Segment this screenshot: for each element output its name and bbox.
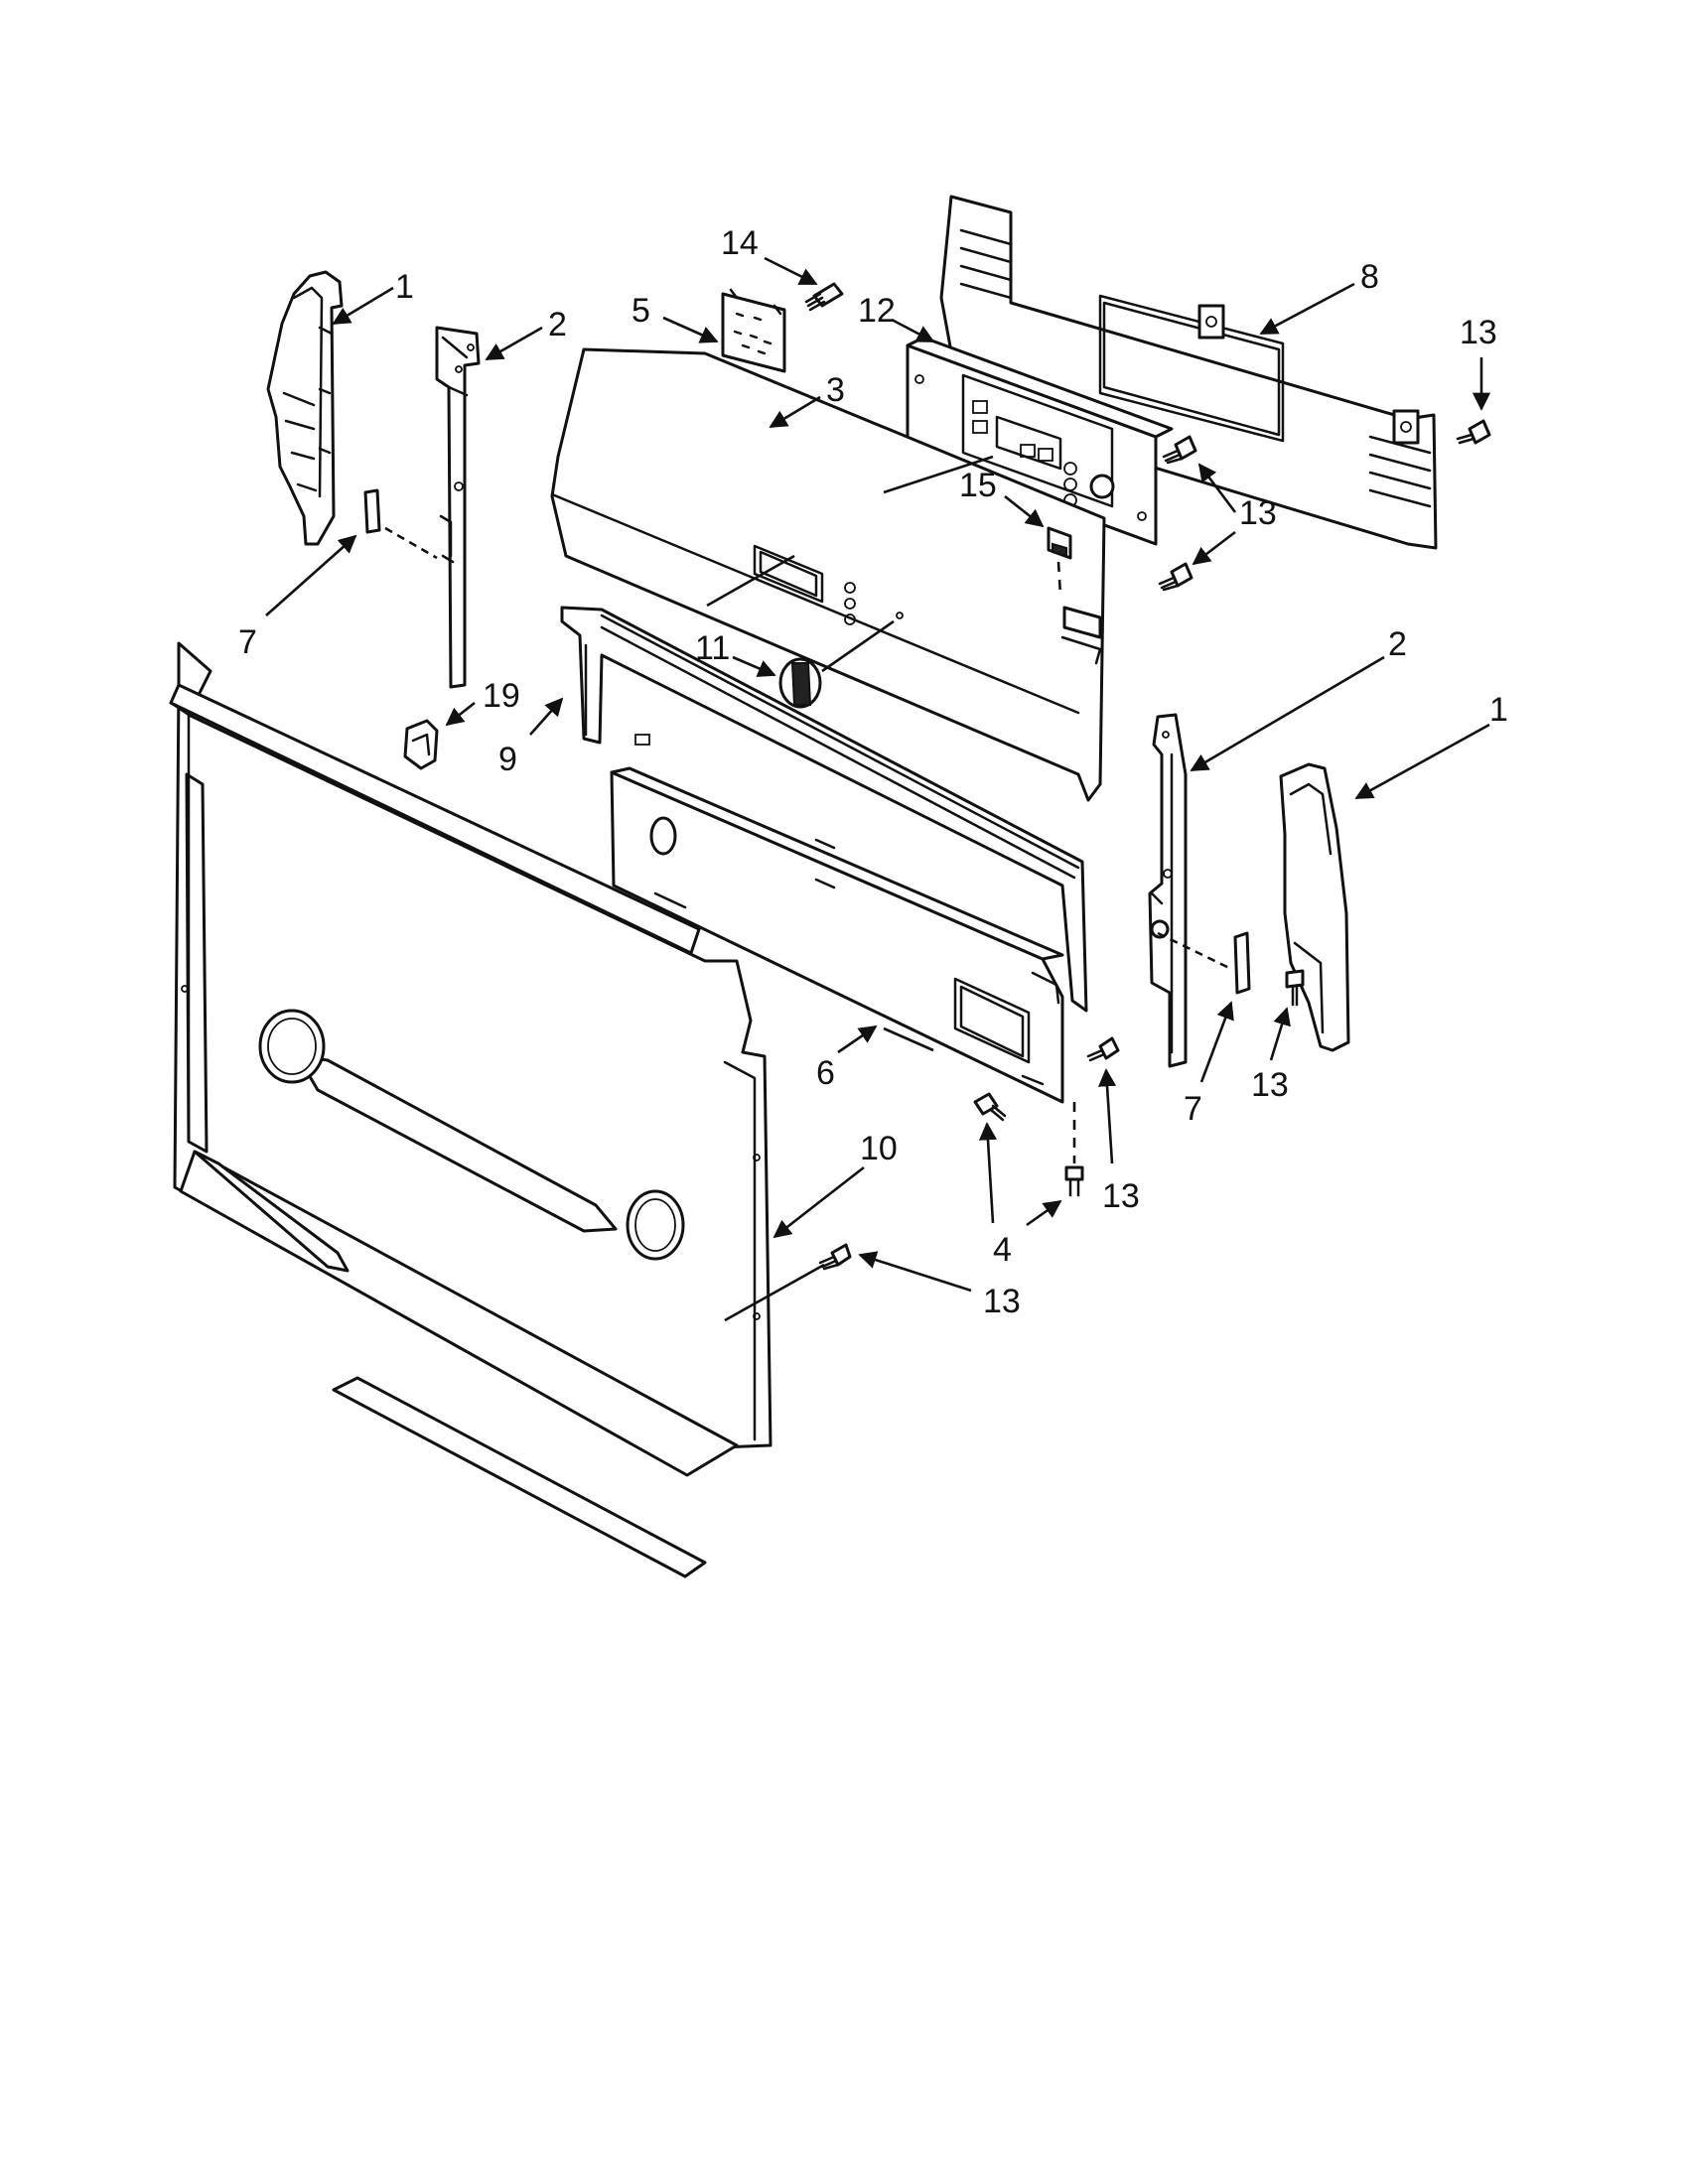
part-8-rear-panel xyxy=(939,195,1438,550)
leader-19 xyxy=(445,701,476,727)
part-12-electronic-control xyxy=(906,336,1174,546)
leader-1-left xyxy=(332,286,394,326)
leader-9 xyxy=(529,697,564,736)
callout-13: 13 xyxy=(1239,494,1277,532)
part-13-screw-back-panel xyxy=(818,1243,852,1271)
callout-2: 2 xyxy=(548,306,567,343)
callout-13: 13 xyxy=(983,1283,1021,1320)
leader-11b xyxy=(821,619,895,673)
leader-10 xyxy=(772,1165,865,1239)
leader-7-left xyxy=(265,534,357,616)
callout-13: 13 xyxy=(1251,1066,1289,1104)
callout-1: 1 xyxy=(1489,691,1508,729)
callout-5: 5 xyxy=(632,292,650,330)
leader-2-left xyxy=(485,326,543,361)
part-1-right-side-trim xyxy=(1279,762,1350,1052)
leader-13-panel xyxy=(1192,530,1236,566)
callout-11: 11 xyxy=(695,629,730,667)
leader-3c xyxy=(706,554,795,608)
leader-5 xyxy=(662,316,719,343)
callout-9: 9 xyxy=(498,741,517,778)
leader-13-lower-right xyxy=(1097,1068,1117,1164)
part-9-panel-shield xyxy=(560,606,1088,1013)
leader-4-right xyxy=(1026,1199,1062,1227)
part-7-right-clip xyxy=(1233,931,1251,995)
callout-14: 14 xyxy=(721,224,759,262)
part-1-left-side-trim xyxy=(266,270,344,546)
callout-8: 8 xyxy=(1360,258,1379,296)
leader-3 xyxy=(769,395,821,429)
leader-12 xyxy=(891,318,935,343)
part-11-knob xyxy=(778,657,822,709)
callout-13: 13 xyxy=(1102,1177,1140,1215)
leader-13-back2 xyxy=(724,1263,825,1322)
callout-10: 10 xyxy=(860,1130,898,1167)
leader-lines xyxy=(265,256,1491,1322)
part-15-switch xyxy=(1047,526,1072,597)
callout-labels: 1 1 2 2 3 4 5 6 7 7 8 9 10 11 12 13 13 1… xyxy=(238,224,1508,1320)
leader-4-left xyxy=(978,1122,998,1224)
part-13-screw-right-trim xyxy=(1285,969,1305,1007)
part-6-front-panel xyxy=(610,766,1064,1104)
part-13-screw-right-top xyxy=(1456,419,1491,445)
callout-1: 1 xyxy=(395,268,414,306)
part-13-screw-lower-right xyxy=(1086,1036,1120,1062)
leader-11 xyxy=(732,655,776,677)
callout-6: 6 xyxy=(816,1054,835,1092)
leader-1-right xyxy=(1354,723,1490,800)
part-4-screw-left xyxy=(973,1092,1007,1122)
part-13-screw-panel xyxy=(1158,562,1193,592)
callout-3: 3 xyxy=(826,371,845,409)
leader-2-right xyxy=(1190,655,1385,772)
leader-14 xyxy=(764,256,818,286)
leader-6 xyxy=(837,1024,878,1054)
callout-19: 19 xyxy=(483,677,520,715)
part-10-back-panel xyxy=(169,641,772,1578)
part-5-board xyxy=(721,288,786,373)
part-3-control-panel xyxy=(550,347,1106,802)
leader-13-right-trim xyxy=(1269,1007,1291,1061)
part-13-screw-control xyxy=(1162,435,1197,465)
callout-7: 7 xyxy=(238,623,257,661)
leader-13-back xyxy=(858,1251,972,1293)
callout-2: 2 xyxy=(1388,625,1407,663)
leader-15 xyxy=(1004,494,1045,528)
part-7-left-clip xyxy=(363,488,438,560)
callout-15: 15 xyxy=(959,467,997,504)
part-4-screw-bottom xyxy=(1064,1102,1084,1197)
callout-4: 4 xyxy=(993,1231,1012,1269)
leader-8 xyxy=(1259,282,1355,336)
part-2-right-side-bracket xyxy=(1148,713,1232,1068)
callout-12: 12 xyxy=(858,292,896,330)
part-2-left-side-bracket xyxy=(435,326,481,689)
part-19-clip xyxy=(403,719,439,770)
leader-6b xyxy=(883,1026,934,1052)
leader-7-right xyxy=(1199,1001,1234,1083)
callout-7: 7 xyxy=(1184,1090,1202,1128)
leader-3b xyxy=(883,455,994,494)
part-14-screw xyxy=(804,282,844,312)
callout-13: 13 xyxy=(1460,314,1497,351)
leader-13-control xyxy=(1197,463,1237,513)
